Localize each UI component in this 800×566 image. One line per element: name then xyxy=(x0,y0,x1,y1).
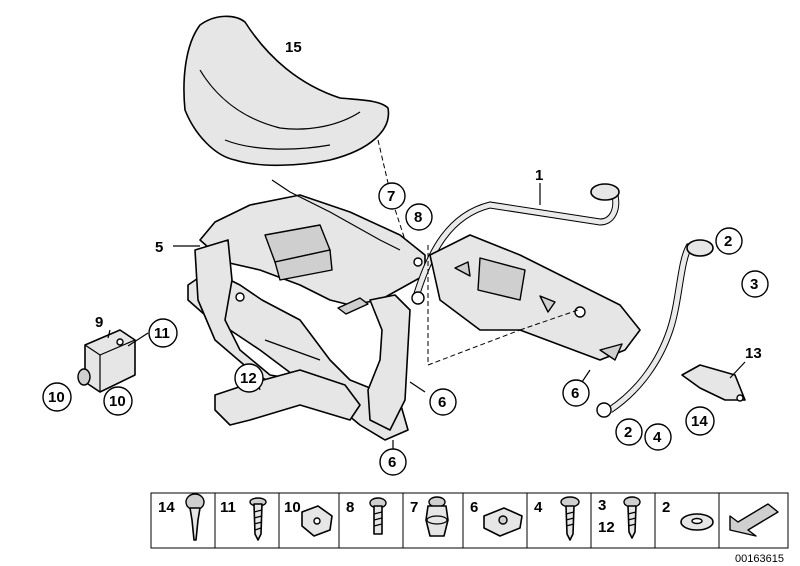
part-5-bracket xyxy=(187,179,426,441)
callout-15: 15 xyxy=(285,39,302,56)
callout-9: 9 xyxy=(95,314,103,331)
image-number: 00163615 xyxy=(735,553,784,565)
hex-screw-icon xyxy=(623,496,641,539)
washer-icon xyxy=(680,513,714,531)
screw-icon xyxy=(249,497,267,541)
callout-6-right: 6 xyxy=(571,385,579,402)
rubber-grommet-icon xyxy=(425,496,449,537)
callout-3: 3 xyxy=(750,276,758,293)
legend-label-8: 8 xyxy=(346,499,354,516)
arrow-icon xyxy=(729,503,779,537)
part-13-bracket xyxy=(681,364,746,402)
legend-label-6: 6 xyxy=(470,499,478,516)
legend-label-7: 7 xyxy=(410,499,418,516)
speed-nut-icon xyxy=(483,507,523,537)
legend-label-10: 10 xyxy=(284,499,301,516)
legend-label-2: 2 xyxy=(662,499,670,516)
legend-label-11: 11 xyxy=(220,499,236,516)
callout-6-bottom: 6 xyxy=(388,454,396,471)
callout-5: 5 xyxy=(155,239,163,256)
clip-nut-icon xyxy=(301,505,333,537)
fastener-legend: 14 11 10 8 7 xyxy=(150,492,789,549)
part-15-cover xyxy=(183,15,390,167)
callout-8: 8 xyxy=(414,209,422,226)
callout-6-mid: 6 xyxy=(438,394,446,411)
callout-10-left: 10 xyxy=(48,389,65,406)
callout-13: 13 xyxy=(745,345,762,362)
callout-12: 12 xyxy=(240,370,257,387)
legend-label-3: 3 xyxy=(598,497,606,514)
callouts: 15 1 5 9 13 7 8 2 3 11 12 10 10 6 6 6 2 … xyxy=(42,39,769,476)
callout-4: 4 xyxy=(653,429,662,446)
callout-2-lower: 2 xyxy=(624,424,632,441)
legend-label-4: 4 xyxy=(534,499,543,516)
part-1-tube-frame xyxy=(411,183,714,418)
callout-14: 14 xyxy=(691,413,708,430)
expansion-rivet-icon xyxy=(185,493,205,541)
callout-10-right: 10 xyxy=(109,393,126,410)
bolt-icon xyxy=(369,497,387,535)
washer-screw-icon xyxy=(560,496,580,541)
callout-1: 1 xyxy=(535,167,543,184)
callout-2-upper: 2 xyxy=(724,233,732,250)
callout-7: 7 xyxy=(387,188,395,205)
legend-label-12: 12 xyxy=(598,519,615,536)
callout-11: 11 xyxy=(154,325,170,342)
part-9-block xyxy=(77,329,136,393)
legend-label-14: 14 xyxy=(158,499,175,516)
